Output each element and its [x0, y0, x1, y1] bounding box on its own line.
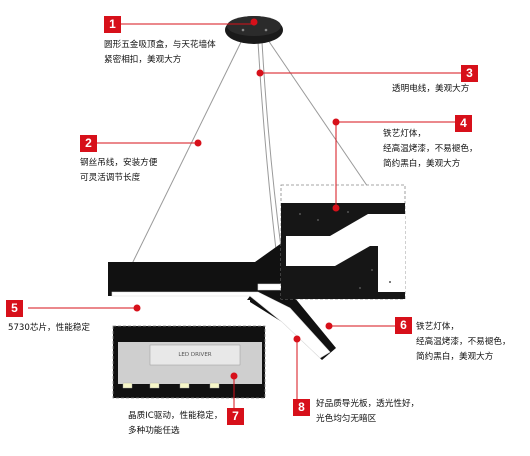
callout-badge-7: 7	[227, 408, 244, 425]
callout-badge-2: 2	[80, 135, 97, 152]
callout-1-line-2: 紧密相扣，美观大方	[104, 55, 182, 65]
callout-text-4: 铁艺灯体， 经高温烤漆，不易褪色， 简约黑白，美观大方	[383, 127, 478, 172]
callout-badge-4: 4	[455, 115, 472, 132]
detail-box-top	[280, 184, 406, 300]
callout-text-2: 钢丝吊线，安装方便 可灵活调节长度	[80, 156, 157, 186]
callout-text-5: 5730芯片，性能稳定	[8, 321, 90, 336]
callout-text-1: 圆形五金吸顶盒，与天花墙体 紧密相扣，美观大方	[104, 38, 216, 68]
callout-leaders	[28, 22, 462, 408]
callout-1-line-1: 圆形五金吸顶盒，与天花墙体	[104, 40, 216, 50]
callout-text-6: 铁艺灯体， 经高温烤漆，不易褪色， 简约黑白，美观大方	[416, 320, 511, 365]
callout-text-7: 晶质IC驱动，性能稳定， 多种功能任选	[128, 409, 222, 439]
callout-2-line-2: 可灵活调节长度	[80, 173, 141, 183]
callout-3-line-1: 透明电线，美观大方	[392, 84, 470, 94]
ceiling-canopy	[225, 16, 283, 44]
callout-4-line-2: 经高温烤漆，不易褪色，	[383, 144, 478, 154]
callout-7-line-1: 晶质IC驱动，性能稳定，	[128, 411, 223, 421]
callout-7-line-2: 多种功能任选	[128, 426, 180, 436]
driver-label: LED DRIVER	[178, 352, 211, 358]
callout-badge-3: 3	[461, 65, 478, 82]
callout-8-line-1: 好品质导光板，透光性好，	[316, 399, 420, 409]
callout-4-line-1: 铁艺灯体，	[383, 129, 426, 139]
callout-text-3: 透明电线，美观大方	[392, 82, 469, 97]
callout-5-line-1: 5730芯片，性能稳定	[8, 323, 91, 333]
callout-text-8: 好品质导光板，透光性好， 光色均匀无暗区	[316, 397, 419, 427]
callout-8-line-2: 光色均匀无暗区	[316, 414, 377, 424]
callout-badge-5: 5	[6, 300, 23, 317]
callout-6-line-3: 简约黑白，美观大方	[416, 352, 494, 362]
callout-dots	[133, 18, 340, 380]
callout-badge-1: 1	[104, 16, 121, 33]
suspension-wires	[127, 39, 371, 273]
callout-6-line-1: 铁艺灯体，	[416, 322, 459, 332]
callout-2-line-1: 钢丝吊线，安装方便	[80, 158, 158, 168]
callout-badge-8: 8	[293, 399, 310, 416]
callout-badge-6: 6	[395, 317, 412, 334]
callout-4-line-3: 简约黑白，美观大方	[383, 159, 461, 169]
driver-closeup: LED DRIVER	[112, 325, 266, 399]
callout-6-line-2: 经高温烤漆，不易褪色，	[416, 337, 511, 347]
